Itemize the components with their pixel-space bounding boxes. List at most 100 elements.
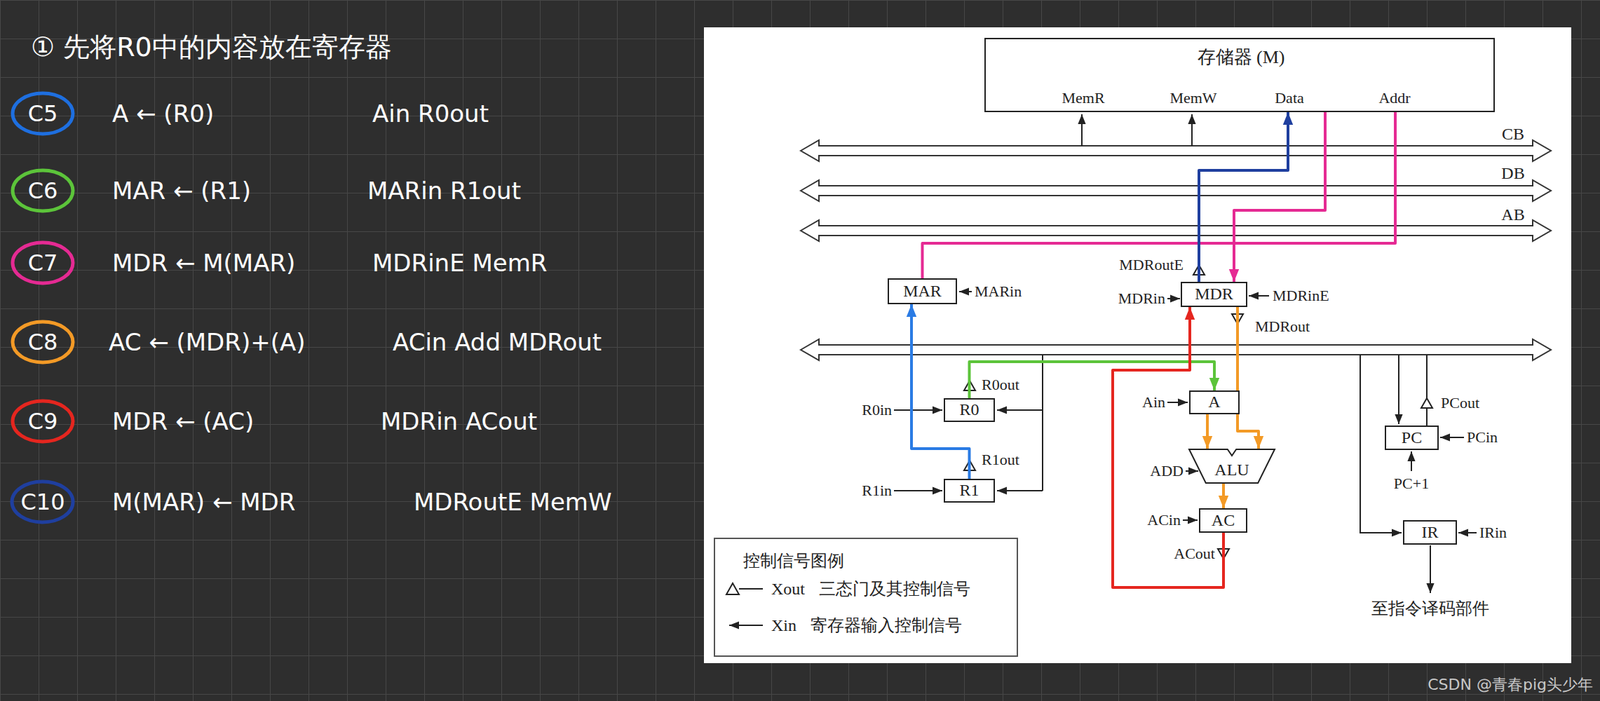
signal-name: Ain [1142, 393, 1166, 412]
step-badge: C5 [10, 91, 76, 137]
badge-ring [11, 481, 73, 523]
signal-name: MARin [974, 282, 1022, 301]
micro-operation: AC ← (MDR)+(A) [108, 328, 305, 357]
data-wire [997, 490, 1043, 492]
badge-ring [12, 401, 73, 442]
node-label: A [1208, 392, 1220, 413]
control-wire [1167, 297, 1181, 300]
node-label: C6 [28, 178, 59, 205]
legend-input-sample [729, 624, 763, 627]
register-box: MAR [887, 278, 958, 305]
micro-operation: MDR ← (AC) [112, 407, 254, 437]
signal-name: R0out [981, 375, 1020, 395]
data-wire [997, 409, 1043, 411]
legend-frame [714, 538, 1018, 657]
data-path [1112, 307, 1224, 588]
node-label: C10 [20, 489, 65, 516]
badge-ring [12, 93, 73, 134]
signal-name: ADD [1149, 462, 1184, 481]
data-bus [800, 180, 1551, 202]
bus-name: DB [1501, 163, 1525, 184]
data-wire [1429, 545, 1432, 594]
signal-name: R1out [981, 450, 1020, 470]
memory-port: MemW [1169, 89, 1217, 107]
data-path [1205, 414, 1209, 449]
micro-operation: A ← (R0) [112, 99, 214, 129]
signal-name: MDRout [1255, 317, 1310, 336]
tristate-gate [1421, 398, 1433, 409]
alu-symbol: ALU [1188, 448, 1276, 484]
node-label: R0 [959, 400, 979, 420]
step-title: ① 先将R0中的内容放在寄存器 [30, 31, 392, 64]
signal-name: MDRin [1118, 289, 1166, 308]
control-wire [1458, 532, 1477, 534]
memory-port: Addr [1378, 89, 1410, 107]
control-wire [1081, 114, 1083, 146]
data-wire [1041, 354, 1044, 491]
internal-bus [800, 339, 1551, 361]
step-badge: C8 [10, 319, 76, 365]
control-wire [959, 290, 972, 293]
data-path [1234, 112, 1326, 282]
memory-port: MemR [1061, 89, 1105, 107]
node-label: ALU [1214, 460, 1249, 481]
note: 至指令译码部件 [1371, 598, 1490, 620]
control-wire [893, 490, 943, 492]
signal-name: IRin [1479, 523, 1507, 542]
control-wire [1248, 295, 1270, 297]
legend-tristate-sample [739, 588, 763, 590]
alu-outline [1189, 449, 1275, 484]
node-label: IR [1421, 523, 1439, 543]
data-path [911, 304, 970, 479]
control-signals: MARin R1out [367, 176, 521, 206]
signal-name: R1in [861, 481, 892, 500]
control-wire [893, 409, 943, 411]
signal-name: PC+1 [1393, 474, 1429, 493]
address-bus [800, 220, 1551, 242]
micro-operation: MAR ← (R1) [112, 176, 252, 206]
memory-title: 存储器 (M) [1197, 46, 1286, 69]
control-wire [1182, 519, 1198, 521]
register-box: MDR [1180, 281, 1248, 308]
signal-name: PCout [1440, 394, 1480, 413]
node-label: C8 [28, 329, 59, 356]
badge-ring [12, 242, 73, 284]
micro-operation: M(MAR) ← MDR [112, 487, 296, 517]
data-path [969, 361, 1216, 399]
node-label: PC [1401, 428, 1422, 449]
signal-name: PCin [1466, 428, 1498, 447]
micro-operation: MDR ← M(MAR) [112, 248, 296, 278]
data-wire [1426, 354, 1428, 426]
data-wire [1398, 354, 1400, 425]
node-label: AC [1211, 511, 1235, 531]
control-wire [1191, 114, 1193, 146]
step-badge: C9 [10, 398, 76, 444]
node-label: C7 [28, 250, 59, 277]
memory-box: 存储器 (M) MemR MemW Data Addr [984, 37, 1495, 113]
diagram-panel [703, 27, 1572, 664]
data-path [1198, 112, 1288, 282]
signal-name: MDRoutE [1119, 255, 1184, 275]
step-badge: C6 [10, 168, 76, 214]
signal-name: R0in [861, 401, 892, 420]
watermark: CSDN @青春pig头少年 [1427, 675, 1593, 695]
legend-tristate-sample [726, 583, 740, 595]
control-wire [1440, 436, 1464, 439]
legend-entry: Xin 寄存器输入控制信号 [771, 615, 962, 636]
control-signals: MDRoutE MemW [413, 487, 613, 517]
node-label: C5 [28, 100, 59, 127]
badge-ring [12, 321, 73, 363]
register-box: A [1189, 390, 1240, 415]
control-wire [1410, 451, 1413, 472]
memory-port: Data [1274, 89, 1305, 107]
control-wire [1185, 470, 1199, 472]
bus-name: AB [1501, 204, 1525, 226]
register-box: PC [1384, 425, 1439, 451]
node-label: MDR [1194, 284, 1234, 305]
register-box: R1 [943, 478, 995, 503]
step-badge: C10 [9, 479, 76, 525]
bus-name: CB [1501, 124, 1525, 145]
control-signals: ACin Add MDRout [392, 328, 602, 357]
node-label: MAR [903, 281, 942, 302]
